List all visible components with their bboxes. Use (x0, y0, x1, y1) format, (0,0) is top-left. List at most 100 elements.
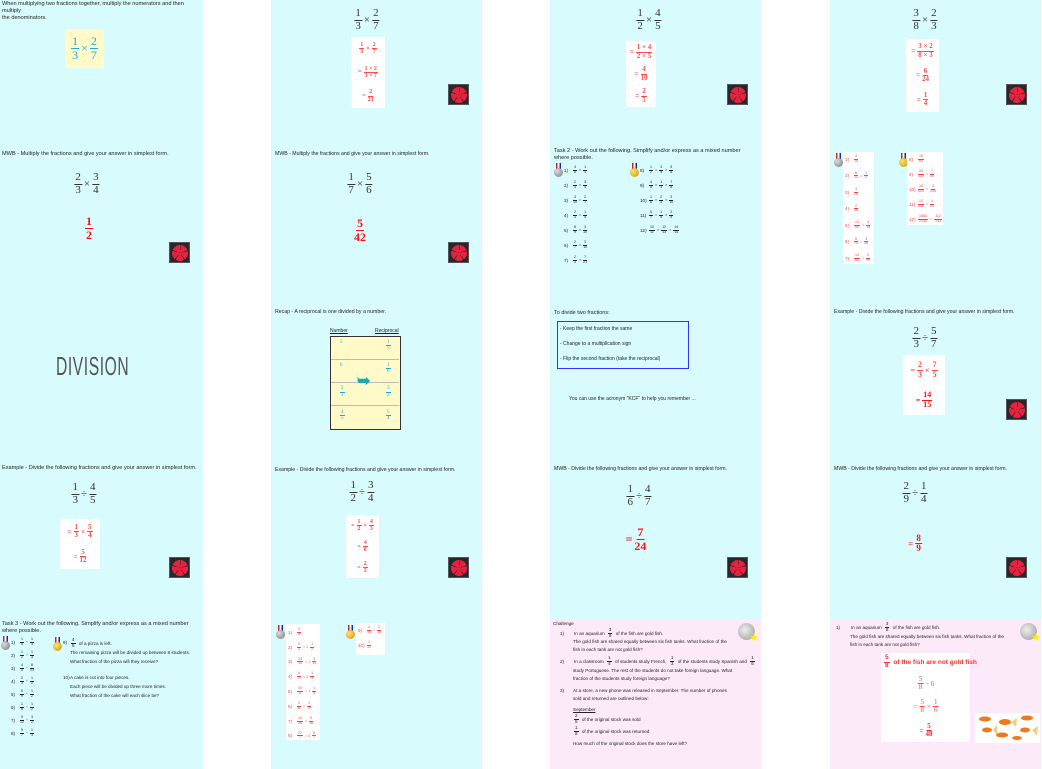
denominator: 9 (867, 257, 870, 262)
q2-line-3: fraction of the students study foreign l… (573, 676, 670, 681)
pie-reveal-icon[interactable] (1006, 557, 1027, 578)
item-number: 2) (11, 652, 16, 658)
pie-reveal-icon[interactable] (448, 242, 469, 263)
gold-medal-icon (630, 163, 639, 177)
expression-text: ÷ (26, 666, 28, 671)
denominator: 15 (854, 158, 858, 163)
slide-task-2[interactable]: Task 2 - Work out the following. Simplif… (550, 145, 761, 302)
expression-text: ÷ 6 (925, 679, 935, 688)
pie-reveal-icon[interactable] (448, 84, 469, 105)
slide-divide-example-1[interactable]: Example - Divide the following fractions… (0, 460, 203, 617)
gold-medal-icon (346, 625, 355, 639)
item-number: 7) (288, 718, 293, 724)
expression-text: = (926, 202, 929, 207)
slide-task-3[interactable]: Task 3 - Work out the following. Simplif… (0, 617, 203, 769)
slide-mwb-multiply-1[interactable]: MWB - Multiply the fractions and give yo… (0, 145, 203, 302)
q1-line-3: fish in each tank are not gold fish? (573, 647, 643, 652)
numerator: 1 (29, 676, 34, 682)
numerator: 5 (365, 171, 373, 185)
pie-reveal-icon[interactable] (1006, 399, 1027, 420)
slide-mwb-divide-2[interactable]: MWB - Divide the following fractions and… (830, 460, 1041, 617)
item-number: 10) (358, 642, 365, 648)
expression-text: ÷ (26, 692, 28, 697)
slide-multiply-intro[interactable]: When multiplying two fractions together,… (0, 0, 203, 144)
slide-mwb-multiply-2[interactable]: MWB - Multiply the fractions and give yo… (271, 145, 482, 302)
slide-mwb-divide-1[interactable]: MWB - Divide the following fractions and… (550, 460, 761, 617)
pie-reveal-icon[interactable] (1006, 84, 1027, 105)
numerator: 1 (649, 195, 653, 201)
slide-divide-example-3[interactable]: Example - Divide the following fractions… (830, 303, 1041, 460)
silver-medal-icon (834, 153, 843, 167)
slide-divide-example-2[interactable]: Example - Divide the following fractions… (271, 460, 482, 617)
numerator: 15 (918, 154, 924, 160)
numerator: 3 (607, 627, 613, 634)
numerator: 10 (297, 686, 303, 692)
pie-reveal-icon[interactable] (727, 84, 748, 105)
slide-divide-rules[interactable]: To divide two fractions: - Keep the firs… (550, 303, 761, 460)
denominator: 6 (366, 183, 372, 196)
expression-text: × (665, 183, 668, 188)
denominator: 7 (650, 214, 652, 219)
pie-reveal-icon[interactable] (727, 557, 748, 578)
denominator: 8 (885, 661, 889, 669)
expression-text: ÷ (635, 490, 643, 503)
slide-reciprocal-recap[interactable]: Recap - A reciprocal is one divided by a… (271, 303, 482, 460)
item-number: 10) (909, 186, 916, 192)
denominator: 2145 (919, 218, 927, 223)
denominator: 3 (21, 680, 23, 685)
expression-text: × (579, 213, 582, 218)
denominator: 64 (919, 158, 923, 163)
item-number: 6) (845, 239, 850, 245)
numerator: 1 (922, 90, 929, 101)
expression-text: × (655, 213, 658, 218)
slide-division-title[interactable]: DIVISION (0, 303, 203, 460)
numerator: 1 (347, 171, 355, 185)
numerator: 1 (649, 165, 653, 171)
pie-reveal-icon[interactable] (169, 557, 190, 578)
numerator: 1680 (918, 214, 928, 220)
pie-reveal-icon[interactable] (169, 242, 190, 263)
denominator: 2 (21, 654, 23, 659)
q1-line-2: The gold fish are shared equally between… (573, 639, 727, 644)
pie-reveal-icon[interactable] (448, 557, 469, 578)
gold-medal-icon (53, 637, 62, 651)
numerator: 1 (356, 518, 362, 526)
item-number: 8) (640, 167, 645, 173)
